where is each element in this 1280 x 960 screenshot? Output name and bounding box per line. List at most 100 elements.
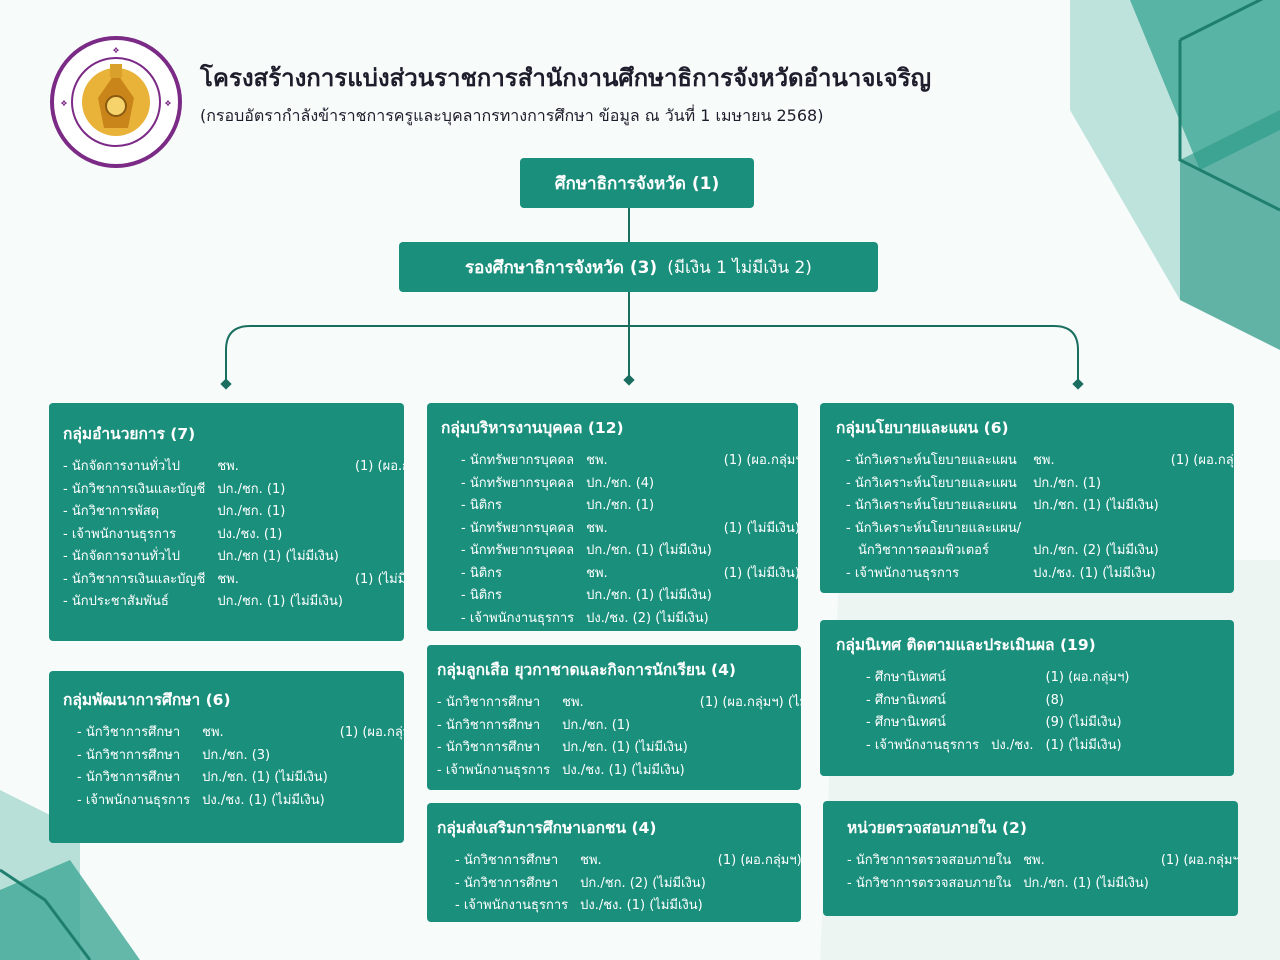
position-grade: ปง./ชง. (1) (ไม่มีเงิน) [1033,565,1156,581]
position-row: - นักวิชาการศึกษาปก./ชก. (1) (ไม่มีเงิน) [63,767,404,790]
position-grade: ชพ. [217,571,239,587]
position-count [355,591,404,614]
position-grade: ปก./ชก. (1) (ไม่มีเงิน) [562,740,688,755]
group-supervision-evaluation: กลุ่มนิเทศ ติดตามและประเมินผล (19)- ศึกษ… [820,620,1234,776]
group-title: หน่วยตรวจสอบภายใน (2) [847,819,1027,837]
position-name: - นักประชาสัมพันธ์ [63,594,169,609]
position-count: (9) (ไม่มีเงิน) [1045,715,1122,730]
position-count: (1) (ไม่มีเงิน) [354,571,404,587]
position-row: - นิติกรปก./ชก. (1) (ไม่มีเงิน) [441,585,798,608]
position-grade: ชพ. [580,853,602,868]
position-grade: ปง./ชง. (1) (ไม่มีเงิน) [580,898,703,913]
position-name: - นักวิเคราะห์นโยบายและแผน/ [846,520,1022,536]
position-count [718,873,801,896]
position-count [700,737,801,760]
position-grade: ปก./ชก. (1) (ไม่มีเงิน) [217,594,343,609]
position-name: - นักวิชาการเงินและบัญชี [63,571,206,587]
position-row: - นักประชาสัมพันธ์ ปก./ชก. (1) (ไม่มีเงิน… [63,591,404,614]
position-grade [1033,518,1171,541]
office-seal-logo: ❖ ❖ ❖ [50,36,182,168]
position-name: - นักทรัพยากรบุคคล [461,475,575,491]
position-row: - เจ้าพนักงานธุรการ ปง./ชง. (1) (ไม่มีเงิ… [63,790,404,813]
position-row: - นักวิชาการศึกษาปก./ชก. (1) (ไม่มีเงิน) [437,737,801,760]
position-name: - นักวิชาการศึกษา [77,770,181,785]
position-grade: ปง./ชง. (1) [217,526,283,542]
position-count [340,767,404,790]
position-grade: ปก./ชก. (1) (ไม่มีเงิน) [1033,498,1159,513]
position-grade: ปก./ชก. (3) [202,747,271,763]
position-grade: ปก./ชก. (1) [217,481,286,497]
position-count: (1) (ผอ.กลุ่มฯ) [354,459,404,474]
position-row: - นักจัดการงานทั่วไป ชพ. (1) (ผอ.กลุ่มฯ) [63,456,404,479]
position-grade: ชพ. [217,459,239,474]
position-count [1171,518,1234,541]
position-grade: ปง./ชง. (1) (ไม่มีเงิน) [202,792,325,808]
position-count [1171,495,1234,518]
position-grade: ปง./ชง. [991,737,1034,753]
position-count [724,540,798,563]
position-row: - เจ้าพนักงานธุรการปง./ชง. (1) (ไม่มีเงิ… [836,563,1234,586]
position-grade: ชพ. [562,695,584,710]
position-grade: ปก./ชก (1) (ไม่มีเงิน) [217,549,339,564]
position-name: - ศึกษานิเทศน์ [866,692,946,708]
page-subtitle: (กรอบอัตรากำลังข้าราชการครูและบุคลากรทาง… [200,106,824,125]
group-education-development: กลุ่มพัฒนาการศึกษา (6)- นักวิชาการศึกษาช… [49,671,404,843]
position-name: - เจ้าพนักงานธุรการ [461,610,575,626]
position-grade: ปก./ชก. (1) [562,717,631,733]
position-grade: ปก./ชก. (1) (ไม่มีเงิน) [1023,875,1149,891]
position-name: - นักวิชาการศึกษา [455,875,559,891]
position-count [1171,563,1234,586]
position-row: - นิติกรชพ.(1) (ไม่มีเงิน) [441,563,798,586]
position-name: - นักวิเคราะห์นโยบายและแผน [846,498,1017,513]
position-name: - นักวิชาการศึกษา [437,717,541,733]
position-row: - นักทรัพยากรบุคคลชพ.(1) (ไม่มีเงิน) [441,518,798,541]
position-grade [991,667,1045,690]
position-row: - ศึกษานิเทศน์(1) (ผอ.กลุ่มฯ) [836,667,1142,690]
position-name: - นักวิชาการศึกษา [455,853,559,868]
position-name: - นักวิชาการตรวจสอบภายใน [847,875,1012,891]
position-row: - นักวิชาการศึกษาปก./ชก. (3) [63,745,404,768]
position-name: - ศึกษานิเทศน์ [866,670,946,685]
position-row: - นักวิเคราะห์นโยบายและแผน ปก./ชก. (1) [836,473,1234,496]
position-grade [991,712,1045,735]
position-name: - เจ้าพนักงานธุรการ [77,792,191,808]
position-count: (1) (ผอ.กลุ่มฯ) [717,853,801,868]
position-count [1171,540,1234,563]
position-count [718,895,801,918]
deputy-director-box: รองศึกษาธิการจังหวัด (3) (มีเงิน 1 ไม่มี… [399,242,878,292]
position-name: - นักจัดการงานทั่วไป [63,459,180,474]
position-name: - นักวิชาการตรวจสอบภายใน [847,853,1012,868]
position-row: - เจ้าพนักงานธุรการปง./ชง. (2) (ไม่มีเงิ… [441,608,798,631]
position-row: - เจ้าพนักงานธุรการปง./ชง.(1) (ไม่มีเงิน… [836,735,1142,758]
position-list: - นักวิเคราะห์นโยบายและแผนชพ.(1) (ผอ.กลุ… [836,450,1234,585]
position-grade: ชพ. [1033,453,1055,468]
position-row: - นักวิชาการศึกษา ชพ. (1) (ผอ.กลุ่มฯ) [437,850,801,873]
deputy-director-label: รองศึกษาธิการจังหวัด (3) [465,257,658,278]
position-count [340,745,404,768]
position-grade: ปก./ชก. (1) [1033,475,1102,491]
position-grade: ปก./ชก. (1) [217,504,286,519]
position-row: - นักวิชาการพัสดุปก./ชก. (1) [63,501,404,524]
position-name: - นักวิเคราะห์นโยบายและแผน [846,475,1017,491]
deputy-director-note: (มีเงิน 1 ไม่มีเงิน 2) [667,257,812,278]
position-name: - นักวิชาการศึกษา [77,725,181,740]
position-grade: ชพ. [202,725,224,740]
position-list: - นักวิชาการตรวจสอบภายในชพ.(1) (ผอ.กลุ่ม… [847,850,1238,895]
position-count [1161,873,1238,896]
position-count [355,501,404,524]
page-title: โครงสร้างการแบ่งส่วนราชการสำนักงานศึกษาธ… [200,64,932,92]
position-grade: ชพ. [1023,853,1045,868]
position-row: - นักวิเคราะห์นโยบายและแผน/ [836,518,1234,541]
position-count: (8) [1045,692,1064,708]
position-row: - ศึกษานิเทศน์ (8) [836,690,1142,713]
position-name: - นิติกร [461,588,503,603]
position-row: - นักวิชาการตรวจสอบภายใน ปก./ชก. (1) (ไม่… [847,873,1238,896]
position-count [340,790,404,813]
provincial-director-box: ศึกษาธิการจังหวัด (1) [520,158,754,208]
position-count [355,524,404,547]
position-grade: ชพ. [586,453,608,468]
position-row: - นักทรัพยากรบุคคลปก./ชก. (1) (ไม่มีเงิน… [441,540,798,563]
